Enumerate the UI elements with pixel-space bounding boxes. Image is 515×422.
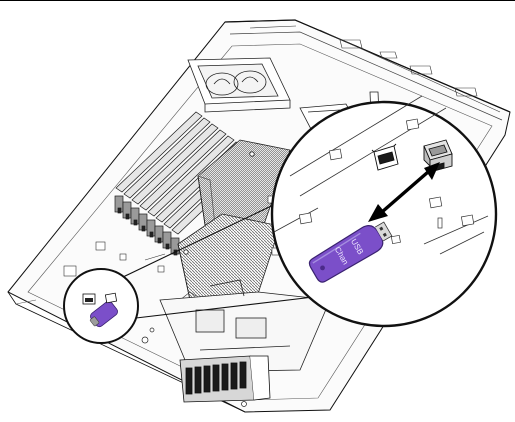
usb-flash-drive-mini <box>89 300 118 328</box>
usb-flash-drive: USB Chan <box>308 221 393 283</box>
magnify-callout-small <box>63 268 139 344</box>
usb-port <box>371 143 399 171</box>
double-headed-arrow <box>368 162 440 222</box>
magnify-callout: USB Chan <box>270 95 498 328</box>
fan-module <box>187 57 291 113</box>
cpu-heatsink <box>177 139 291 301</box>
board-pads <box>298 118 475 245</box>
pcie-riser <box>159 279 331 373</box>
chassis-screws <box>141 327 247 407</box>
front-connectors <box>179 355 271 403</box>
callout-leader-lines <box>122 197 323 319</box>
top-rule <box>0 0 515 1</box>
usb-receptacle <box>423 139 453 173</box>
